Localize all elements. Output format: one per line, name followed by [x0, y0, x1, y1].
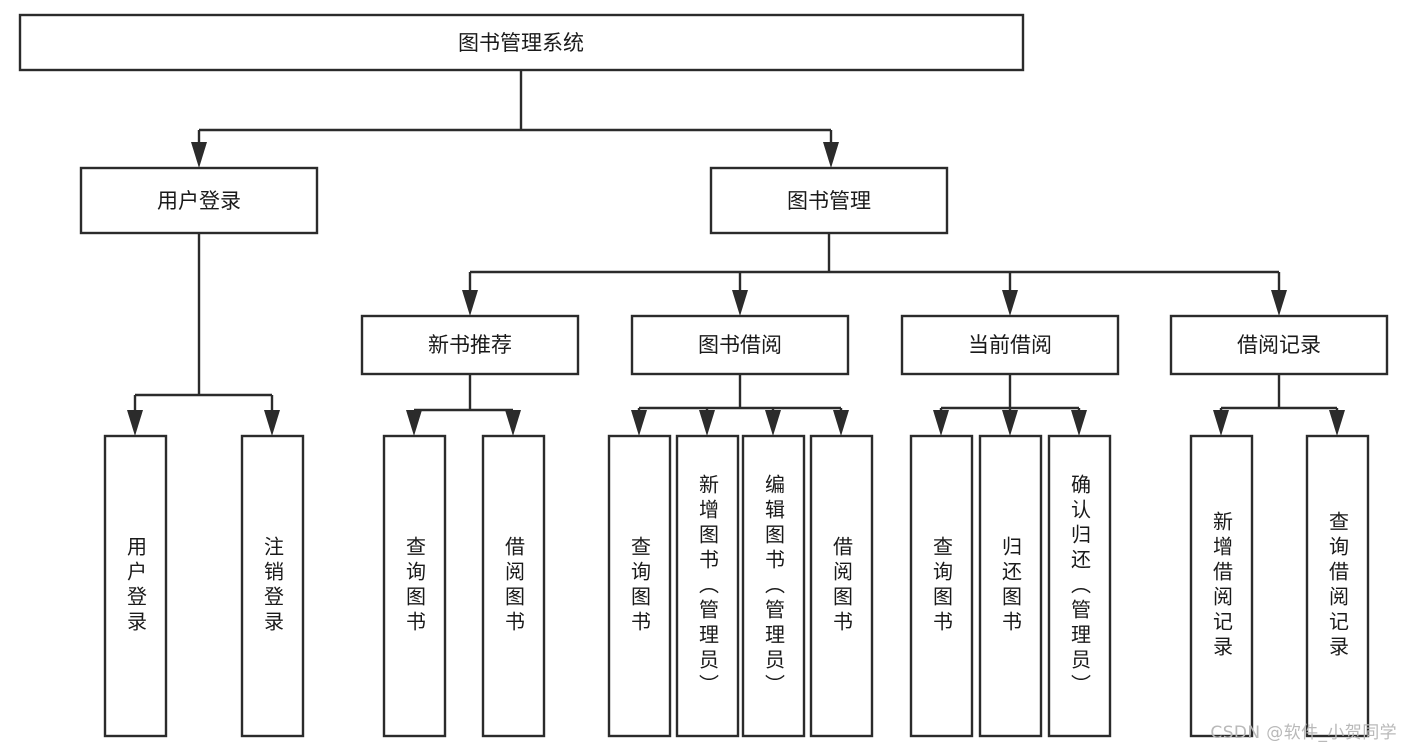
connector-root-to-bus: [197, 70, 833, 156]
arrow-to-leaf-logout: [264, 410, 280, 436]
node-current-borrow[interactable]: 当前借阅: [900, 314, 1120, 376]
leaf-add-book[interactable]: [675, 434, 740, 738]
arrow-to-user-login: [191, 142, 207, 168]
arrow-to-leaf-edit-book: [765, 410, 781, 436]
leaf-query-record-box[interactable]: [1305, 434, 1370, 738]
arrow-to-leaf-query-record: [1329, 410, 1345, 436]
node-book-manage[interactable]: 图书管理: [709, 166, 949, 235]
node-borrow-record-box[interactable]: [1169, 314, 1389, 376]
connector-bookmanage-to-bus: [468, 233, 1281, 304]
connector-userlogin-to-leaves: [133, 233, 274, 424]
leaf-borrow-book-1[interactable]: [481, 434, 546, 738]
leaf-query-book-3-box[interactable]: [909, 434, 974, 738]
node-new-book-rec[interactable]: 新书推荐: [360, 314, 580, 376]
arrow-to-current-borrow: [1002, 290, 1018, 316]
arrow-to-new-book-rec: [462, 290, 478, 316]
leaf-borrow-book-2[interactable]: [809, 434, 874, 738]
node-book-borrow-label: 图书借阅: [698, 333, 782, 357]
leaf-edit-book-box[interactable]: [741, 434, 806, 738]
connector-newbookrec-to-leaves: [412, 374, 515, 424]
connector-borrowrecord-to-leaves: [1219, 374, 1339, 424]
node-new-book-rec-label: 新书推荐: [428, 333, 512, 357]
connector-layer: [127, 70, 1345, 436]
arrow-to-book-borrow: [732, 290, 748, 316]
node-book-borrow[interactable]: 图书借阅: [630, 314, 850, 376]
leaf-query-book-3[interactable]: [909, 434, 974, 738]
arrow-to-leaf-query-book-1: [406, 410, 422, 436]
arrow-to-leaf-user-login: [127, 410, 143, 436]
node-user-login[interactable]: 用户登录: [79, 166, 319, 235]
leaf-borrow-book-2-box[interactable]: [809, 434, 874, 738]
leaf-query-book-2-box[interactable]: [607, 434, 672, 738]
leaf-edit-book[interactable]: [741, 434, 806, 738]
leaf-add-book-box[interactable]: [675, 434, 740, 738]
node-user-login-box[interactable]: [79, 166, 319, 235]
leaf-query-book-2[interactable]: [607, 434, 672, 738]
leaf-query-book-1-box[interactable]: [382, 434, 447, 738]
node-root[interactable]: 图书管理系统: [18, 13, 1025, 72]
node-current-borrow-label: 当前借阅: [968, 333, 1052, 357]
leaf-user-login[interactable]: [103, 434, 168, 738]
arrow-to-leaf-query-book-3: [933, 410, 949, 436]
node-new-book-rec-box[interactable]: [360, 314, 580, 376]
leaf-query-record[interactable]: [1305, 434, 1370, 738]
connector-bookborrow-to-leaves: [637, 374, 843, 424]
node-current-borrow-box[interactable]: [900, 314, 1120, 376]
arrow-to-leaf-confirm-return: [1071, 410, 1087, 436]
node-root-label: 图书管理系统: [458, 31, 584, 55]
arrow-to-leaf-query-book-2: [631, 410, 647, 436]
leaf-user-login-box[interactable]: [103, 434, 168, 738]
leaf-add-record[interactable]: [1189, 434, 1254, 738]
leaf-logout[interactable]: [240, 434, 305, 738]
node-book-manage-label: 图书管理: [787, 189, 871, 213]
arrow-to-leaf-return-book: [1002, 410, 1018, 436]
node-book-manage-box[interactable]: [709, 166, 949, 235]
node-borrow-record[interactable]: 借阅记录: [1169, 314, 1389, 376]
leaf-return-book[interactable]: [978, 434, 1043, 738]
leaf-return-book-box[interactable]: [978, 434, 1043, 738]
leaf-confirm-return[interactable]: [1047, 434, 1112, 738]
node-book-borrow-box[interactable]: [630, 314, 850, 376]
leaf-query-book-1[interactable]: [382, 434, 447, 738]
arrow-to-leaf-add-record: [1213, 410, 1229, 436]
leaf-logout-box[interactable]: [240, 434, 305, 738]
arrow-to-leaf-add-book: [699, 410, 715, 436]
leaf-add-record-box[interactable]: [1189, 434, 1254, 738]
node-root-box[interactable]: [18, 13, 1025, 72]
arrow-to-leaf-borrow-book-1: [505, 410, 521, 436]
node-borrow-record-label: 借阅记录: [1237, 333, 1321, 357]
arrow-to-leaf-borrow-book-2: [833, 410, 849, 436]
leaf-borrow-book-1-box[interactable]: [481, 434, 546, 738]
leaf-confirm-return-box[interactable]: [1047, 434, 1112, 738]
arrow-to-book-manage: [823, 142, 839, 168]
arrow-to-borrow-record: [1271, 290, 1287, 316]
node-user-login-label: 用户登录: [157, 189, 241, 213]
